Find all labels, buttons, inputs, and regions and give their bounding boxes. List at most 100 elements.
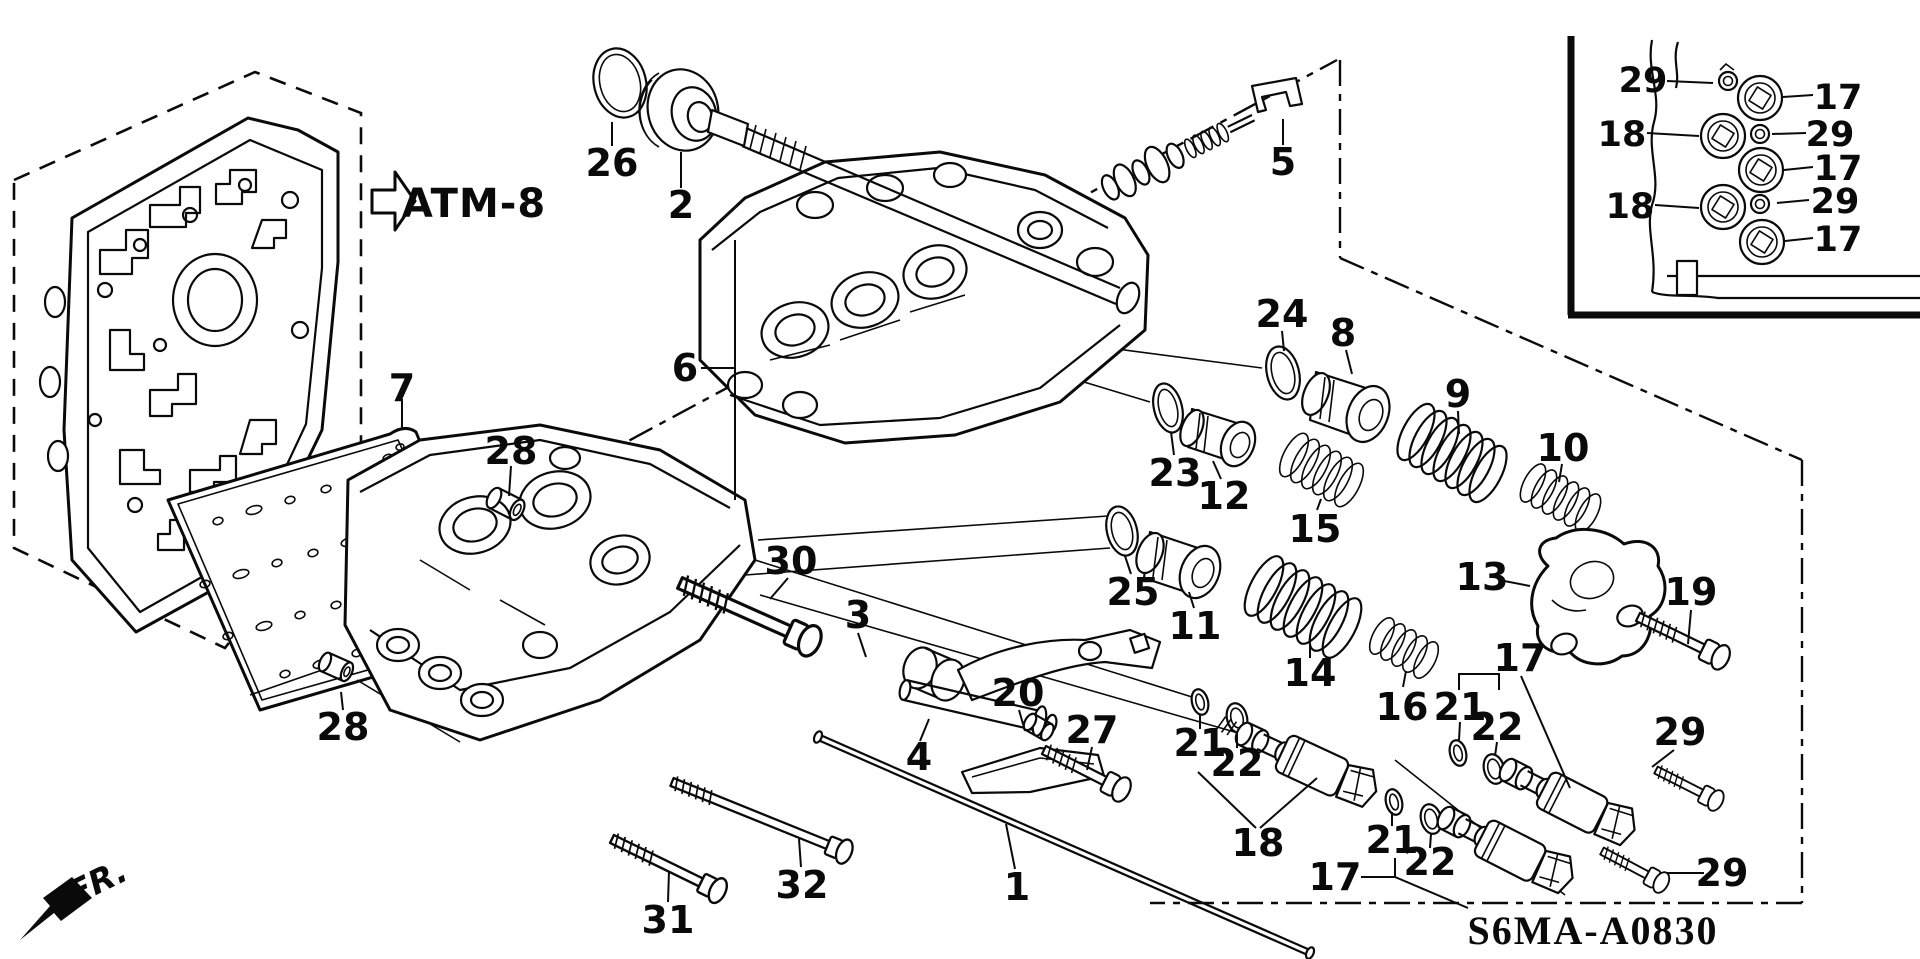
ring-23: [1152, 382, 1184, 434]
part-label-17: 17: [1814, 149, 1863, 189]
bolt-32: [669, 776, 854, 865]
solenoid-valve-18: [1215, 716, 1378, 808]
atm-8-label: ATM-8: [402, 181, 546, 227]
part-label-17: 17: [1309, 855, 1362, 899]
atm-8-reference: ATM-8: [370, 170, 546, 232]
solenoid-location-inset: [1567, 36, 1920, 319]
leader-line: [1345, 349, 1353, 375]
servo-piston-assembly: [592, 47, 1141, 315]
solenoid-valve-17-lower: [1436, 805, 1574, 895]
leader-line: [1259, 777, 1318, 829]
piston-shaft-spring: [749, 124, 807, 171]
leader-line: [1558, 463, 1563, 483]
ring-21-middle: [1384, 788, 1404, 816]
diagram-code: S6MA-A0830: [1467, 908, 1718, 953]
atm-8-arrow-icon: [370, 170, 417, 232]
valve-12: [1179, 407, 1257, 468]
part-label-5: 5: [1270, 140, 1296, 184]
accumulator-cover-13: [1530, 527, 1667, 666]
leader-line: [1783, 166, 1814, 171]
leader-line: [1458, 721, 1461, 741]
leader-line: [1170, 431, 1175, 456]
part-label-14: 14: [1284, 651, 1337, 695]
dowel-pin-28-upper: [485, 486, 526, 522]
part-label-15: 15: [1289, 507, 1342, 551]
leader-line: [1188, 591, 1195, 609]
part-label-18: 18: [1606, 187, 1655, 227]
bolt-30: [676, 575, 823, 658]
part-label-17: 17: [1814, 220, 1863, 260]
part-label-18: 18: [1232, 821, 1285, 865]
part-label-27: 27: [1066, 708, 1119, 752]
part-label-7: 7: [389, 366, 415, 410]
part-label-19: 19: [1665, 570, 1718, 614]
leader-line: [919, 718, 930, 742]
part-label-22: 22: [1471, 705, 1524, 749]
part-label-8: 8: [1330, 311, 1356, 355]
spring-15: [1278, 432, 1365, 508]
leader-line: [769, 577, 789, 600]
leader-line: [1212, 460, 1222, 480]
part-label-25: 25: [1107, 570, 1160, 614]
part-label-20: 20: [992, 671, 1045, 715]
ring-21-left: [1190, 688, 1210, 716]
leader-line: [1197, 771, 1257, 829]
part-label-6: 6: [672, 346, 698, 390]
leader-line: [1646, 132, 1700, 137]
leader-line: [1018, 709, 1026, 732]
part-label-3: 3: [845, 593, 871, 637]
leader-line: [1666, 80, 1714, 84]
ring-25: [1105, 505, 1139, 557]
leader-line: [1457, 410, 1460, 435]
leader-line: [1281, 330, 1285, 352]
leader-line: [1498, 579, 1531, 587]
part-label-16: 16: [1376, 685, 1429, 729]
leader-line: [1654, 204, 1700, 209]
bolt-29-lower: [1599, 846, 1671, 894]
part-label-21: 21: [1174, 721, 1227, 765]
leader-line: [1651, 749, 1675, 768]
leader-line: [1776, 199, 1810, 204]
part-label-18: 18: [1598, 115, 1647, 155]
leader-line: [1458, 673, 1500, 690]
valve-11: [1135, 530, 1222, 600]
part-label-24: 24: [1256, 292, 1309, 336]
spring-9: [1396, 402, 1508, 504]
part-label-1: 1: [1004, 865, 1030, 909]
part-label-12: 12: [1198, 474, 1251, 518]
part-label-11: 11: [1169, 604, 1222, 648]
part-label-9: 9: [1445, 372, 1471, 416]
leader-line: [1771, 132, 1807, 135]
leader-line: [1005, 823, 1016, 870]
part-label-29: 29: [1696, 851, 1749, 895]
leader-line: [508, 465, 512, 497]
spring-14: [1243, 555, 1363, 659]
fr-direction: FR.: [20, 851, 133, 940]
part-label-30: 30: [765, 539, 818, 583]
part-label-22: 22: [1211, 741, 1264, 785]
servo-body-lower: [343, 423, 757, 742]
leader-line: [857, 632, 867, 658]
leader-line: [667, 870, 670, 903]
leader-line: [1124, 555, 1132, 575]
part-label-29: 29: [1806, 115, 1855, 155]
spring-16: [1368, 617, 1440, 679]
part-label-22: 22: [1404, 840, 1457, 884]
leader-line: [1429, 833, 1432, 849]
part-label-26: 26: [586, 141, 639, 185]
ring-21-upper: [1448, 739, 1468, 767]
solenoid-valve-17-upper: [1498, 757, 1636, 847]
part-label-21: 21: [1434, 685, 1487, 729]
leader-line: [1316, 498, 1322, 511]
part-label-32: 32: [776, 863, 829, 907]
part-label-4: 4: [906, 735, 932, 779]
part-label-29: 29: [1619, 61, 1668, 101]
leader-line: [798, 838, 802, 868]
leader-lines-layer: [340, 80, 1814, 909]
part-label-17: 17: [1494, 636, 1547, 680]
part-label-29: 29: [1654, 710, 1707, 754]
part-label-13: 13: [1456, 555, 1509, 599]
